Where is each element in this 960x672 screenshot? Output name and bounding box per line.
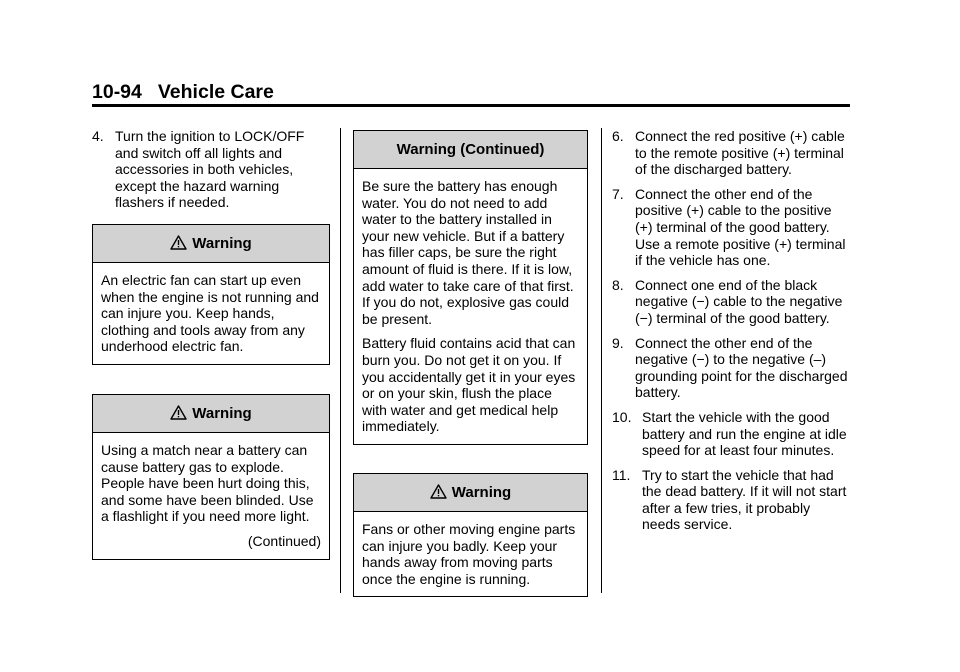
step-text: Start the vehicle with the good battery …: [642, 408, 847, 459]
warning-triangle-icon: [430, 484, 447, 499]
warning-paragraph: Be sure the battery has enough water. Yo…: [362, 178, 574, 327]
column-3: 6. Connect the red positive (+) cable to…: [612, 128, 852, 541]
step-text: Connect the red positive (+) cable to th…: [635, 128, 845, 178]
step-11: 11. Try to start the vehicle that had th…: [612, 467, 852, 533]
step-text: Connect the other end of the positive (+…: [635, 185, 846, 269]
step-7: 7. Connect the other end of the positive…: [612, 186, 852, 269]
warning-header: Warning: [354, 473, 587, 512]
warning-box-continued: Warning (Continued) Be sure the battery …: [353, 130, 588, 445]
warning-text: Using a match near a battery can cause b…: [101, 441, 314, 525]
step-text: Try to start the vehicle that had the de…: [642, 466, 847, 533]
page-header: 10-94 Vehicle Care: [92, 81, 274, 104]
step-4: 4. Turn the ignition to LOCK/OFF and swi…: [92, 128, 330, 211]
step-text: Connect the other end of the negative (−…: [635, 334, 848, 401]
page-number: 10-94: [92, 81, 142, 103]
step-number: 10.: [612, 408, 632, 425]
warning-triangle-icon: [170, 405, 187, 420]
step-8: 8. Connect one end of the black negative…: [612, 277, 852, 327]
warning-header: Warning: [93, 394, 329, 433]
step-number: 8.: [612, 276, 624, 293]
warning-title: Warning: [451, 483, 512, 501]
step-text: Turn the ignition to LOCK/OFF and switch…: [115, 128, 305, 211]
warning-body: Using a match near a battery can cause b…: [93, 433, 329, 559]
step-number: 9.: [612, 334, 624, 351]
warning-paragraph: Battery fluid contains acid that can bur…: [362, 335, 576, 435]
step-9: 9. Connect the other end of the negative…: [612, 335, 852, 401]
warning-body: Fans or other moving engine parts can in…: [354, 512, 587, 596]
continued-label: (Continued): [247, 532, 321, 549]
warning-header: Warning (Continued): [354, 131, 587, 169]
warning-triangle-icon: [170, 235, 187, 250]
column-divider: [340, 128, 341, 593]
warning-box-match: Warning Using a match near a battery can…: [92, 393, 330, 560]
warning-body: Be sure the battery has enough water. Yo…: [354, 169, 587, 444]
warning-title: Warning: [192, 234, 252, 252]
warning-title: Warning: [192, 404, 252, 422]
step-text: Connect one end of the black negative (−…: [635, 276, 843, 326]
section-title: Vehicle Care: [157, 81, 274, 103]
warning-box-fans: Warning Fans or other moving engine part…: [353, 472, 588, 598]
warning-body: An electric fan can start up even when t…: [93, 263, 329, 364]
step-number: 7.: [612, 185, 624, 202]
warning-text: Fans or other moving engine parts can in…: [362, 520, 576, 587]
step-6: 6. Connect the red positive (+) cable to…: [612, 128, 852, 178]
warning-box-fan: Warning An electric fan can start up eve…: [92, 223, 330, 365]
step-number: 11.: [612, 466, 631, 483]
warning-header: Warning: [93, 224, 329, 263]
step-10: 10. Start the vehicle with the good batt…: [612, 409, 852, 459]
header-rule: [92, 104, 850, 107]
column-divider: [601, 128, 602, 593]
step-number: 4.: [92, 128, 104, 144]
column-2: Warning (Continued) Be sure the battery …: [353, 130, 588, 598]
column-1: 4. Turn the ignition to LOCK/OFF and swi…: [92, 128, 330, 560]
step-number: 6.: [612, 128, 624, 144]
warning-text: An electric fan can start up even when t…: [101, 271, 319, 355]
